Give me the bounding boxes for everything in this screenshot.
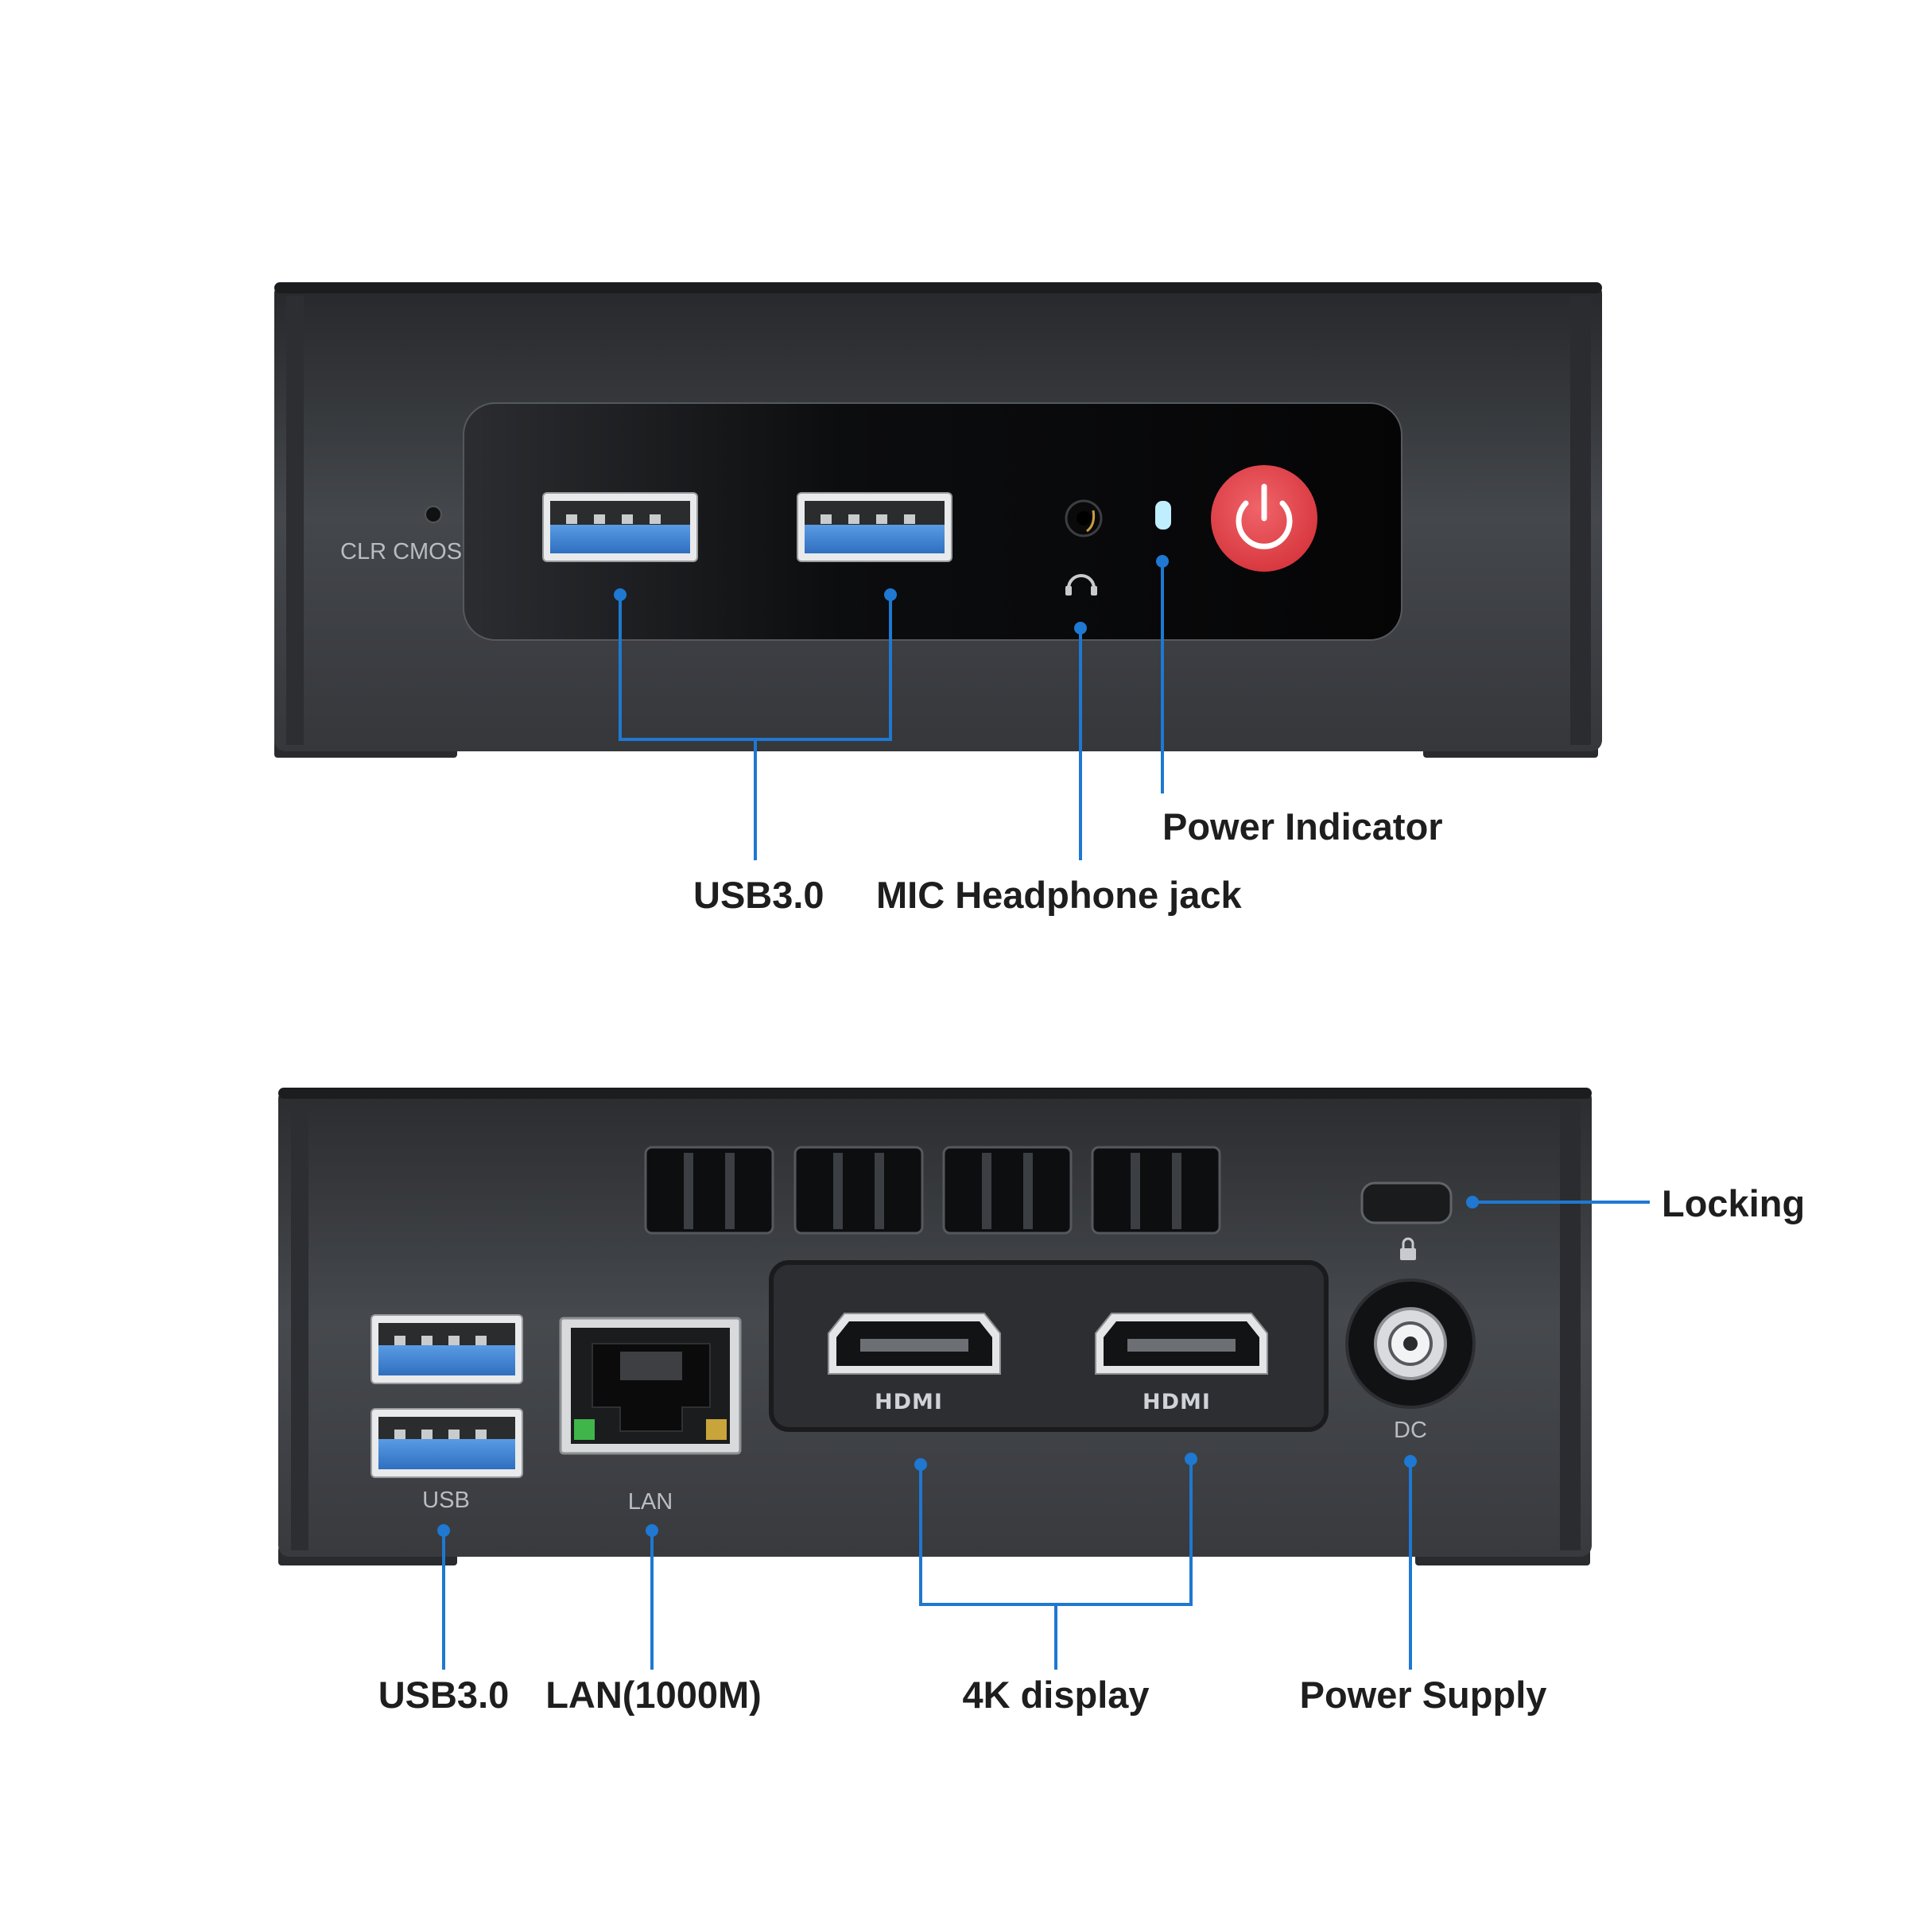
rear-usb-port-1[interactable] <box>370 1314 523 1384</box>
rear-usb-leader <box>437 1524 450 1670</box>
vent-grille <box>644 1146 1221 1235</box>
rear-view: DC USB LAN <box>278 1088 1805 1716</box>
headset-icon <box>1065 574 1097 596</box>
clr-cmos-hole[interactable] <box>425 506 442 523</box>
usb-label: USB <box>422 1488 470 1513</box>
dc-jack[interactable] <box>1345 1278 1476 1409</box>
audio-jack[interactable] <box>1065 499 1103 537</box>
lock-slot[interactable] <box>1360 1181 1453 1224</box>
vent-3 <box>942 1146 1073 1235</box>
callout-rear-usb: USB3.0 <box>378 1674 510 1716</box>
dc-leader <box>1404 1455 1417 1670</box>
rear-right-bevel <box>1560 1101 1581 1550</box>
lan-label: LAN <box>628 1489 673 1515</box>
vent-4 <box>1091 1146 1221 1235</box>
callout-power-supply: Power Supply <box>1300 1674 1547 1716</box>
front-usb-port-2[interactable] <box>797 492 952 562</box>
front-view: CLR CMOS <box>274 282 1602 916</box>
vent-2 <box>793 1146 924 1235</box>
callout-front-usb: USB3.0 <box>693 874 824 916</box>
hdmi-port-1[interactable] <box>828 1313 1001 1375</box>
callout-lan: LAN(1000M) <box>545 1674 762 1716</box>
lan-leader <box>646 1524 658 1670</box>
callout-power-indicator: Power Indicator <box>1162 805 1443 848</box>
power-icon <box>1236 483 1293 549</box>
front-usb-leader <box>614 588 897 860</box>
hdmi-logo-2: HDMI <box>1143 1390 1211 1414</box>
hdmi-port-2[interactable] <box>1095 1313 1268 1375</box>
mic-leader <box>1074 622 1087 860</box>
front-usb-port-1[interactable] <box>542 492 698 562</box>
front-top-edge <box>274 282 1602 293</box>
rear-top-edge <box>278 1088 1592 1099</box>
clr-cmos-label: CLR CMOS <box>340 539 462 564</box>
power-button[interactable] <box>1211 465 1317 572</box>
padlock-icon <box>1400 1237 1416 1260</box>
rear-usb-port-2[interactable] <box>370 1408 523 1478</box>
indicator-leader <box>1156 555 1169 793</box>
front-right-bevel <box>1570 296 1591 745</box>
locking-leader <box>1466 1196 1650 1208</box>
rear-left-bevel <box>291 1101 308 1550</box>
hdmi-panel <box>769 1260 1329 1432</box>
hdmi-leader <box>914 1453 1197 1670</box>
power-indicator-led <box>1155 501 1171 530</box>
dc-label: DC <box>1394 1418 1427 1443</box>
front-left-bevel <box>286 296 304 745</box>
lan-port[interactable] <box>559 1317 742 1455</box>
callout-4k-display: 4K display <box>962 1674 1149 1716</box>
callout-mic-headphone: MIC Headphone jack <box>876 874 1243 916</box>
vent-1 <box>644 1146 774 1235</box>
callout-locking: Locking <box>1662 1182 1805 1224</box>
hdmi-logo-1: HDMI <box>875 1390 943 1414</box>
